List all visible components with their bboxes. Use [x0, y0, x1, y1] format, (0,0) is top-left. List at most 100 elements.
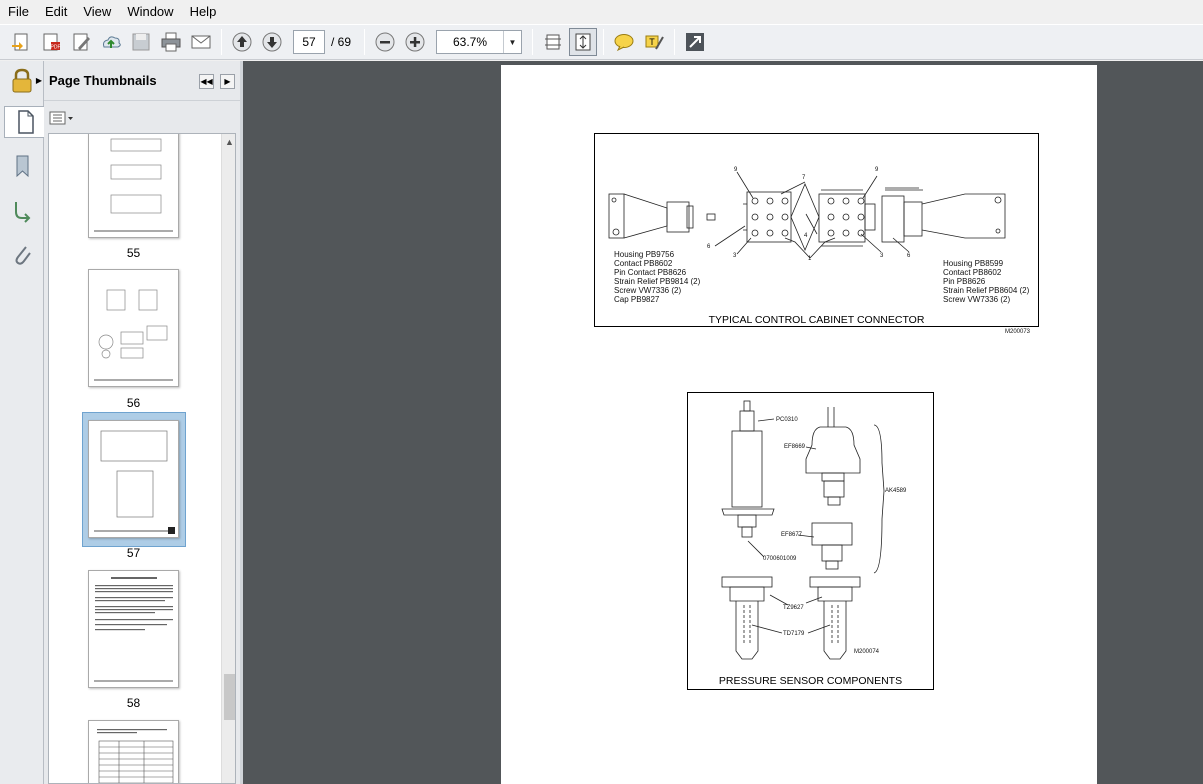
fit-page-icon[interactable]: [569, 28, 598, 56]
toolbar: PDF 57 / 69 63.7% ▼ T: [0, 24, 1203, 60]
part-line: Housing PB8599: [943, 259, 1004, 268]
part-line: Pin PB8626: [943, 277, 986, 286]
svg-text:PDF: PDF: [51, 45, 61, 51]
pin-label: 9: [734, 167, 738, 173]
toolbar-divider: [603, 29, 605, 55]
pin-label: 3: [733, 253, 737, 259]
save-icon[interactable]: [127, 28, 155, 56]
left-parts-list: Housing PB9756 Contact PB8602 Pin Contac…: [614, 250, 700, 304]
toolbar-divider: [364, 29, 366, 55]
page-thumbnails-icon[interactable]: [4, 106, 45, 138]
next-page-icon[interactable]: [258, 28, 286, 56]
chevron-down-icon[interactable]: ▼: [503, 31, 521, 53]
thumbnail-list: 55 56 57 58 ▲: [48, 133, 236, 784]
zoom-value: 63.7%: [453, 35, 488, 49]
part-line: Pin Contact PB8626: [614, 268, 687, 277]
pin-label: 9: [875, 167, 879, 173]
part-line: Strain Relief PB8604 (2): [943, 286, 1030, 295]
lock-icon[interactable]: ▶: [6, 65, 42, 97]
menu-help[interactable]: Help: [189, 4, 217, 19]
svg-text:T: T: [649, 37, 655, 47]
pin-label: 4: [804, 233, 808, 239]
toolbar-divider: [674, 29, 676, 55]
part-label: TD7179: [783, 631, 805, 637]
pin-label: 6: [907, 253, 911, 259]
right-parts-list: Housing PB8599 Contact PB8602 Pin PB8626…: [943, 259, 1029, 304]
highlight-icon[interactable]: T: [640, 28, 668, 56]
thumbnail-label: 58: [126, 696, 141, 710]
document-area: 9 7 9 6 4 3 1 3 6 Housing PB9756 Contact…: [243, 61, 1203, 784]
upload-icon[interactable]: [97, 28, 125, 56]
page-number-input[interactable]: 57: [293, 30, 325, 54]
panel-header: Page Thumbnails ◀◀ ▶: [44, 61, 240, 101]
edit-pdf-icon[interactable]: [67, 28, 95, 56]
pressure-sensor-figure: PC0310 EF8669 AK4589 EF8677 0700601009 T…: [687, 392, 934, 690]
thumbnail-scrollbar[interactable]: ▲: [221, 134, 235, 783]
part-label: TZ9627: [783, 605, 804, 611]
scrollbar-thumb[interactable]: [224, 674, 235, 720]
part-line: Housing PB9756: [614, 250, 675, 259]
expand-arrow-icon: ▶: [35, 76, 42, 85]
zoom-select[interactable]: 63.7% ▼: [436, 30, 523, 54]
panel-title: Page Thumbnails: [49, 73, 157, 88]
thumbnail-page-55[interactable]: [88, 134, 179, 238]
pin-label: 3: [880, 253, 884, 259]
page-total: / 69: [331, 35, 352, 49]
collapse-icon[interactable]: ◀◀: [199, 74, 214, 89]
zoom-in-icon[interactable]: [401, 28, 429, 56]
thumbnail-page-59[interactable]: [88, 720, 179, 783]
part-line: Cap PB9827: [614, 295, 660, 304]
connector-figure: 9 7 9 6 4 3 1 3 6 Housing PB9756 Contact…: [594, 133, 1039, 327]
thumbnail-label: 57: [126, 546, 141, 560]
options-menu-button[interactable]: [49, 109, 77, 127]
toolbar-divider: [532, 29, 534, 55]
thumbnail-label: 55: [126, 246, 141, 260]
previous-page-icon[interactable]: [228, 28, 256, 56]
toolbar-divider: [221, 29, 222, 55]
part-line: Contact PB8602: [943, 268, 1002, 277]
part-label: EF8677: [781, 532, 803, 538]
scrolling-mode-icon[interactable]: [539, 28, 567, 56]
part-line: Screw VW7336 (2): [943, 295, 1011, 304]
part-line: Strain Relief PB9814 (2): [614, 277, 701, 286]
part-label: EF8669: [784, 444, 806, 450]
thumbnail-page-58[interactable]: [88, 570, 179, 688]
create-pdf-icon[interactable]: PDF: [37, 28, 65, 56]
signatures-icon[interactable]: [6, 195, 38, 227]
scroll-up-icon[interactable]: ▲: [225, 136, 234, 147]
panel-splitter[interactable]: [240, 61, 243, 784]
pin-label: 7: [802, 175, 806, 181]
comment-icon[interactable]: [610, 28, 638, 56]
part-label: PC0310: [776, 417, 798, 423]
thumbnail-page-57[interactable]: [88, 420, 179, 538]
part-label: AK4589: [885, 488, 907, 494]
pin-label: 6: [707, 244, 711, 250]
email-icon[interactable]: [187, 28, 215, 56]
navigation-rail: ▶: [0, 61, 45, 784]
part-line: Contact PB8602: [614, 259, 673, 268]
figure-title: TYPICAL CONTROL CABINET CONNECTOR: [708, 314, 925, 326]
print-icon[interactable]: [157, 28, 185, 56]
part-label: 0700601009: [763, 556, 797, 562]
open-file-icon[interactable]: [7, 28, 35, 56]
thumbnail-label: 56: [126, 396, 141, 410]
pdf-page: 9 7 9 6 4 3 1 3 6 Housing PB9756 Contact…: [501, 65, 1097, 784]
expand-panel-icon[interactable]: ▶: [220, 74, 235, 89]
figure-code: M200074: [854, 649, 880, 655]
part-line: Screw VW7336 (2): [614, 286, 682, 295]
menu-bar: File Edit View Window Help: [0, 0, 1203, 24]
figure-title: PRESSURE SENSOR COMPONENTS: [718, 675, 903, 687]
menu-view[interactable]: View: [83, 4, 112, 19]
pin-label: 1: [808, 256, 812, 262]
attachments-icon[interactable]: [6, 238, 38, 270]
thumbnails-panel: Page Thumbnails ◀◀ ▶ 55 56 57 58: [44, 61, 240, 784]
zoom-out-icon[interactable]: [371, 28, 399, 56]
full-screen-icon[interactable]: [681, 28, 709, 56]
bookmarks-icon[interactable]: [6, 151, 38, 183]
figure-code: M200073: [1005, 329, 1031, 335]
thumbnail-page-56[interactable]: [88, 269, 179, 387]
menu-window[interactable]: Window: [127, 4, 174, 19]
page-marker: [168, 527, 175, 534]
menu-file[interactable]: File: [8, 4, 29, 19]
menu-edit[interactable]: Edit: [44, 4, 68, 19]
